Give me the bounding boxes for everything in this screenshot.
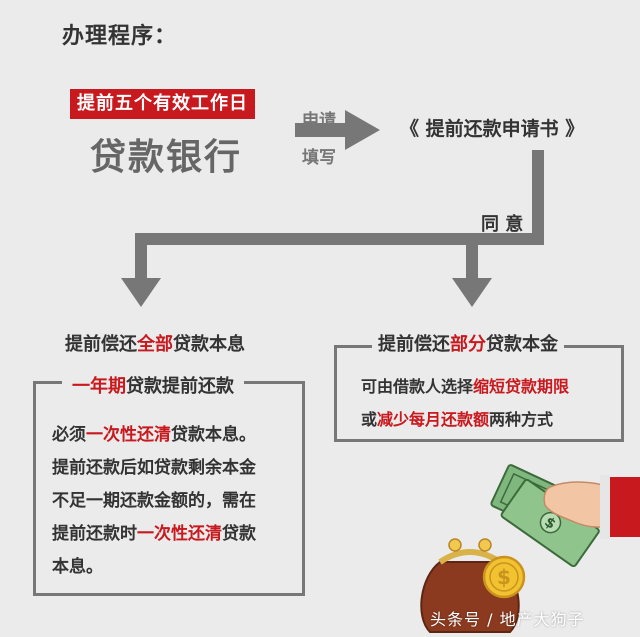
heading-highlight: 部分 — [450, 334, 486, 355]
money-hand-icon: $ $ — [490, 464, 640, 568]
full-repayment-heading: 提前偿还全部贷款本息 — [65, 330, 245, 356]
right-box-line-1: 可由借款人选择缩短贷款期限 — [361, 373, 569, 397]
line-text: 提前还款时 — [52, 524, 137, 544]
heading-highlight: 全部 — [137, 334, 173, 355]
heading-text: 贷款本息 — [173, 334, 245, 355]
left-box-line-3: 不足一期还款金额的，需在 — [52, 491, 256, 511]
heading-text: 提前偿还 — [378, 334, 450, 355]
down-arrow-right — [452, 278, 492, 307]
left-box-line-2: 提前还款后如贷款剩余本金 — [52, 458, 256, 478]
line-text: 必须 — [52, 425, 86, 445]
svg-text:$: $ — [497, 565, 511, 589]
line-highlight: 缩短贷款期限 — [473, 377, 570, 396]
line-text: 贷款本息。 — [171, 425, 256, 445]
line-text: 两种方式 — [489, 410, 554, 429]
left-box-line-5: 本息。 — [52, 557, 103, 577]
connector-lines — [135, 150, 544, 283]
title-text: 贷款提前还款 — [126, 376, 234, 397]
down-arrow-left — [121, 278, 161, 307]
line-text: 或 — [361, 410, 378, 429]
watermark: 头条号 / 地产大狗子 — [430, 610, 585, 629]
apply-label: 申请 — [302, 111, 336, 131]
left-box-line-1: 必须一次性还清贷款本息。 — [52, 420, 256, 450]
right-box-line-2: 或减少每月还款额两种方式 — [361, 406, 553, 430]
bank-label: 贷款银行 — [90, 137, 243, 178]
line-text: 可由借款人选择 — [361, 377, 474, 396]
heading-text: 提前偿还 — [65, 334, 137, 355]
page-title: 办理程序： — [62, 24, 178, 49]
line-text: 贷款 — [222, 524, 256, 544]
application-document-title: 《 提前还款申请书 》 — [400, 118, 585, 140]
heading-text: 贷款本金 — [486, 334, 558, 355]
agree-label: 同 意 — [481, 214, 524, 235]
line-highlight: 减少每月还款额 — [377, 410, 490, 429]
money-illustration: $ $ $ — [420, 464, 640, 633]
title-highlight: 一年期 — [72, 376, 126, 397]
left-box-line-4: 提前还款时一次性还清贷款 — [52, 519, 256, 549]
line-highlight: 一次性还清 — [137, 524, 222, 544]
deadline-badge: 提前五个有效工作日 — [70, 89, 255, 119]
dollar-coin-icon: $ — [482, 555, 526, 599]
one-year-loan-title: 一年期贷款提前还款 — [62, 372, 244, 398]
fill-label: 填写 — [302, 148, 336, 168]
right-arrow — [295, 110, 380, 150]
line-highlight: 一次性还清 — [86, 425, 171, 445]
partial-repayment-heading: 提前偿还部分贷款本金 — [372, 330, 564, 356]
